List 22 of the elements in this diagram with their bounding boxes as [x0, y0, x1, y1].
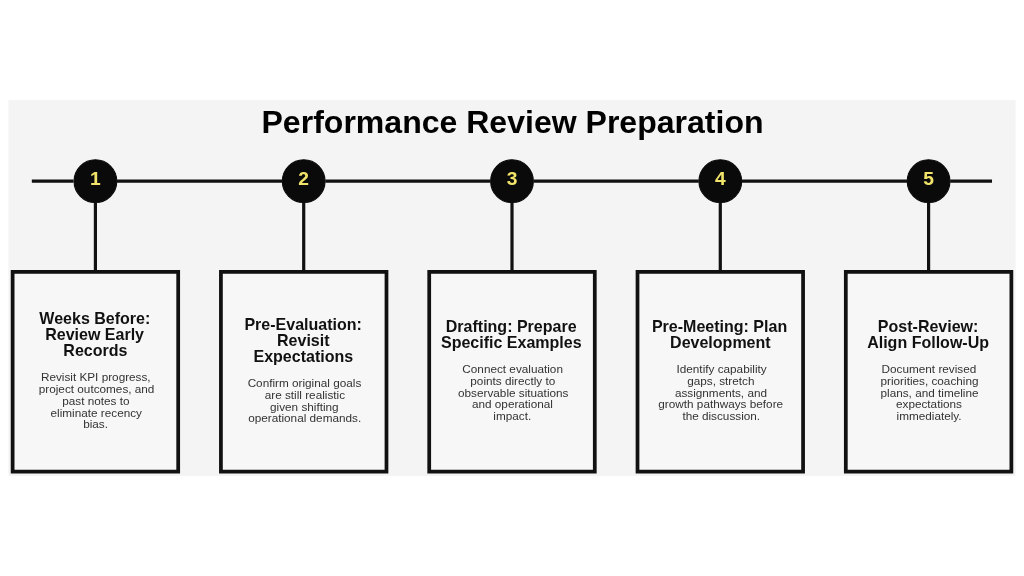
- node-circle: 1: [73, 159, 118, 204]
- connector: [950, 179, 992, 183]
- connector: [533, 179, 699, 183]
- connector: [302, 202, 306, 272]
- node-circle: 5: [906, 159, 951, 204]
- connector: [325, 179, 491, 183]
- node-box: Pre-Evaluation: Revisit Expectations Confirm original goals are still realistic given shifting operational demands.: [219, 270, 389, 474]
- connector: [117, 179, 283, 183]
- connector: [718, 202, 722, 272]
- node-circle: 4: [698, 159, 743, 204]
- node-box: Weeks Before: Review Early Records Revisit KPI progress, project outcomes, and past notes to eliminate recency bias.: [10, 270, 181, 474]
- node-box: Post-Review: Align Follow-Up Document revised priorities, coaching plans, and timeline expectations immediately.: [843, 270, 1014, 474]
- node-circle: 2: [281, 159, 326, 204]
- connector: [31, 179, 74, 183]
- node-circle: 3: [490, 159, 534, 204]
- connector: [927, 202, 931, 272]
- node-box: Pre-Meeting: Plan Development Identify capability gaps, stretch assignments, and growth pathways before the discussion.: [635, 270, 805, 474]
- connector: [93, 202, 97, 272]
- connector: [510, 202, 514, 272]
- node-box: Drafting: Prepare Specific Examples Connect evaluation points directly to observable situations and operational impact.: [427, 270, 597, 474]
- connector: [741, 179, 908, 183]
- diagram-title: Performance Review Preparation: [261, 104, 764, 141]
